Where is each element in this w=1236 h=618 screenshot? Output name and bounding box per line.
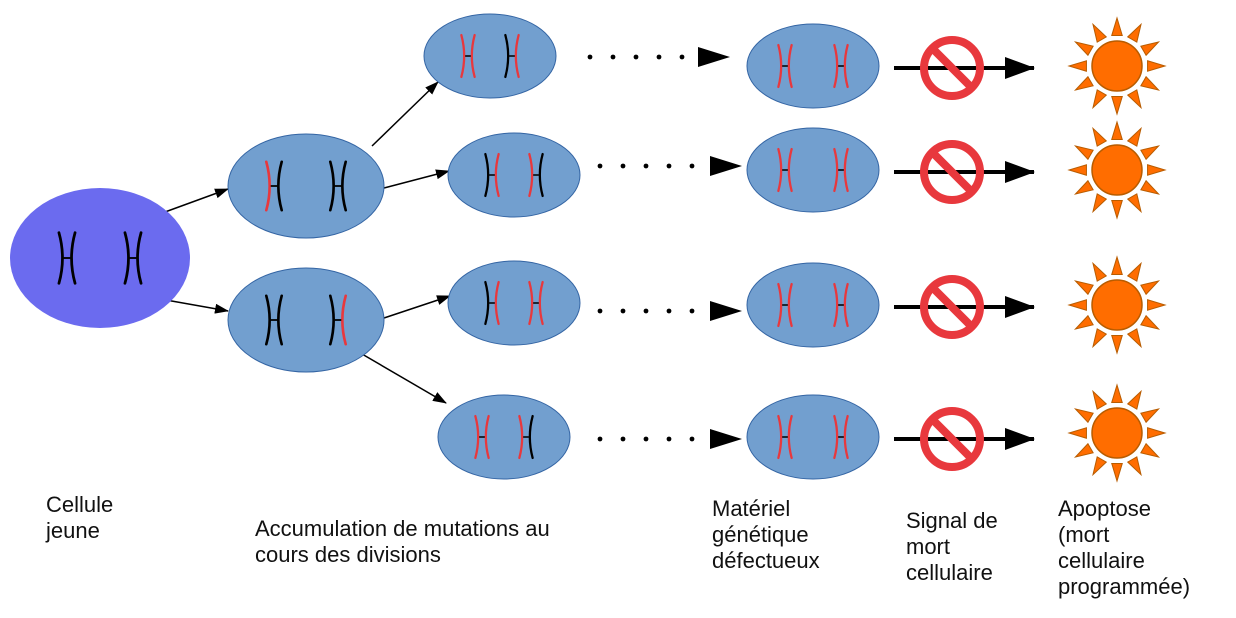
prohibited-icon <box>920 407 984 471</box>
first-division-cell <box>227 267 385 373</box>
caption-line: Accumulation de mutations au <box>255 516 550 541</box>
chromosome-icon <box>328 160 348 212</box>
division-arrow <box>383 169 450 189</box>
chromosome-icon <box>528 152 544 198</box>
chromosome-icon <box>57 231 77 285</box>
division-arrows <box>164 81 451 404</box>
mutated-cell <box>447 132 581 218</box>
dotted-arrow-icon <box>597 429 742 449</box>
death-signals <box>894 36 1035 471</box>
caption-line: Apoptose <box>1058 496 1151 521</box>
defective-cell <box>746 394 880 480</box>
defective-cell <box>746 23 880 109</box>
chromosome-icon <box>484 152 500 198</box>
chromosome-icon <box>264 160 284 212</box>
caption-line: Signal de <box>906 508 998 533</box>
caption-line: génétique <box>712 522 809 547</box>
death-signal <box>894 275 1035 339</box>
caption-line: (mort <box>1058 522 1110 547</box>
dotted-arrow-icon <box>597 301 742 321</box>
chromosome-icon <box>518 414 534 460</box>
division-arrow <box>383 295 451 319</box>
sun-icon <box>1067 120 1167 220</box>
death-signal <box>894 140 1035 204</box>
caption-line: Matériel <box>712 496 791 521</box>
mutated-cell <box>437 394 571 480</box>
prohibited-icon <box>920 36 984 100</box>
caption-line: programmée) <box>1058 574 1191 599</box>
mutated-cell <box>423 13 557 99</box>
chromosome-icon <box>484 280 500 326</box>
caption-line: Cellule <box>46 492 114 517</box>
chromosome-icon <box>833 282 849 328</box>
chromosome-icon <box>460 33 476 79</box>
caption-line: cellulaire <box>906 560 993 585</box>
sun-icon <box>1067 255 1167 355</box>
caption-line: jeune <box>46 518 100 543</box>
chromosome-icon <box>777 414 793 460</box>
chromosome-icon <box>123 231 143 285</box>
apoptosis-suns <box>1067 16 1167 483</box>
caption-line: mort <box>906 534 950 559</box>
chromosome-icon <box>528 280 544 326</box>
dotted-arrow-icon <box>587 47 730 67</box>
prohibited-icon <box>920 275 984 339</box>
accumulation-caption: Accumulation de mutations au cours des d… <box>255 516 550 568</box>
sun-icon <box>1067 383 1167 483</box>
chromosome-icon <box>777 147 793 193</box>
first-division-cell <box>227 133 385 239</box>
chromosome-icon <box>833 414 849 460</box>
young-cell <box>10 188 190 328</box>
chromosome-icon <box>504 33 520 79</box>
chromosome-icon <box>833 43 849 89</box>
chromosome-icon <box>777 43 793 89</box>
chromosome-icon <box>833 147 849 193</box>
chromosome-icon <box>264 294 284 346</box>
defective-cell <box>746 262 880 348</box>
caption-line: défectueux <box>712 548 820 573</box>
sun-icon <box>1067 16 1167 116</box>
chromosome-icon <box>474 414 490 460</box>
prohibited-icon <box>920 140 984 204</box>
caption-line: cellulaire <box>1058 548 1145 573</box>
division-arrow <box>164 188 229 213</box>
apoptosis-caption: Apoptose (mort cellulaire programmée) <box>1058 496 1190 600</box>
death-signal <box>894 407 1035 471</box>
chromosome-icon <box>777 282 793 328</box>
division-arrow <box>165 299 229 314</box>
caption-line: cours des divisions <box>255 542 441 567</box>
division-arrow <box>361 353 447 404</box>
defective-cell <box>746 127 880 213</box>
chromosome-icon <box>328 294 348 346</box>
young-cell-caption: Cellule jeune <box>46 492 113 544</box>
death-signal <box>894 36 1035 100</box>
mutated-cell <box>447 260 581 346</box>
dotted-arrow-icon <box>597 156 742 176</box>
division-arrow <box>371 81 439 147</box>
defective-material-caption: Matériel génétique défectueux <box>712 496 820 574</box>
dotted-arrows <box>587 47 742 449</box>
cells <box>10 13 880 480</box>
death-signal-caption: Signal de mort cellulaire <box>906 508 998 586</box>
